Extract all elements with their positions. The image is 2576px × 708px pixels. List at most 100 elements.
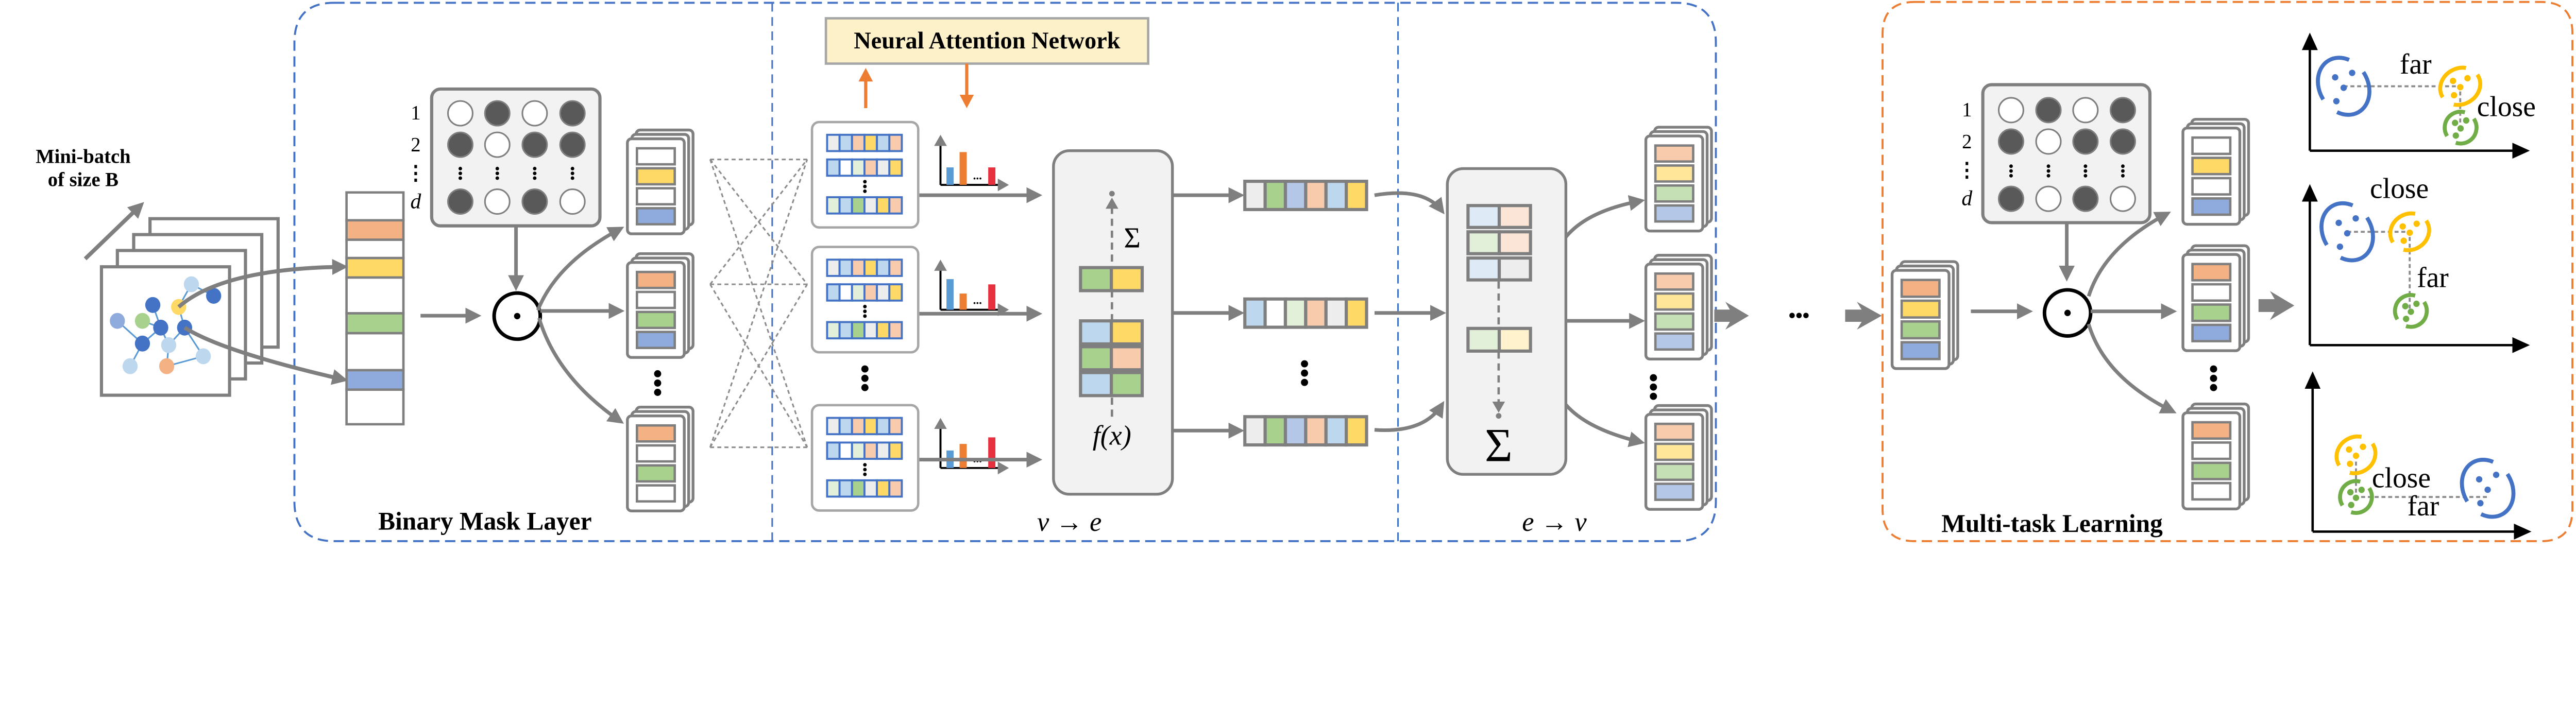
cluster-yellow [2438, 65, 2483, 107]
feature-segment [345, 219, 405, 241]
ellipsis-dot [2083, 164, 2088, 168]
embedding-segment [1900, 299, 1941, 319]
feature-cell [876, 158, 891, 177]
mask-bit-one [1997, 185, 2024, 212]
cluster-point [2452, 119, 2459, 126]
graph-node [122, 358, 138, 374]
dot [1650, 392, 1657, 400]
cluster-boundary [2460, 457, 2516, 519]
mask-bit-one [447, 131, 473, 158]
pair-cell [1079, 371, 1113, 398]
embedding-segment [635, 290, 676, 309]
mt-mask-row-label-1: 1 [1962, 99, 1972, 120]
cluster-point [2452, 132, 2459, 139]
attention-weight-bar [959, 152, 967, 185]
cluster-point [2457, 125, 2464, 132]
feature-cell [838, 283, 853, 302]
vector-pair [1079, 371, 1144, 398]
sum-to-node-arrow [1564, 403, 1645, 447]
vector-pair [1079, 345, 1144, 372]
feature-cell [888, 196, 903, 215]
feature-cell [826, 479, 841, 498]
edge-cell [1324, 415, 1348, 447]
feature-cell [851, 133, 866, 152]
graph-node [195, 348, 211, 365]
embedding-segment [1654, 144, 1694, 163]
ellipsis-dot [458, 176, 462, 180]
mask-bit-one [2109, 128, 2136, 155]
embedding-segment [635, 167, 676, 186]
edge-cell [1304, 180, 1328, 212]
attention-weight-bar [946, 279, 954, 310]
cluster-green [2443, 110, 2479, 146]
edge-cell [1243, 415, 1267, 447]
neural-attention-network-title: Neural Attention Network [854, 28, 1120, 54]
ellipsis-dot [2046, 169, 2050, 173]
cluster-point [2335, 219, 2342, 226]
embedding-segment [1900, 279, 1941, 298]
embedding-space-plot [2304, 371, 2532, 540]
cluster-point [2349, 70, 2355, 76]
cluster-point [2402, 303, 2409, 309]
embedding-segment [1654, 422, 1694, 441]
dot [1650, 383, 1657, 391]
graph-node [159, 358, 175, 374]
feature-cell [876, 133, 891, 152]
mask-bit-zero [484, 131, 511, 158]
dot [2210, 374, 2217, 382]
sum-to-node-arrow [1564, 195, 1645, 238]
feature-cell [888, 321, 903, 340]
embedding-segment [635, 147, 676, 166]
graph-node [134, 335, 150, 352]
cluster-point [2476, 476, 2483, 483]
ellipsis-dot [2121, 174, 2125, 178]
mt-task-embedding-stack [2181, 117, 2250, 226]
mt-task-embedding-stack [2181, 244, 2250, 352]
embedding-segment [1654, 482, 1694, 501]
ellipsis-dot [2046, 174, 2050, 178]
pair-cell [1466, 326, 1501, 353]
ellipsis-dot [458, 171, 462, 176]
feature-segment [345, 276, 405, 315]
mt-mask-row-label-d: d [1961, 186, 1972, 210]
hyperedge-embedding [1243, 297, 1368, 329]
embedding-segment [635, 424, 676, 443]
feature-cell [826, 321, 841, 340]
mt-input-stack [1890, 260, 1959, 370]
pair-cell [1110, 266, 1144, 292]
feature-segment [345, 191, 405, 222]
cluster-blue [2460, 457, 2516, 519]
feature-cell [838, 441, 853, 460]
graph-node [161, 337, 177, 353]
vector-pair [1466, 204, 1532, 229]
attention-bar-chart: ... [934, 260, 1009, 316]
embedding-segment [1654, 462, 1694, 481]
embedding-segment [2191, 283, 2232, 302]
graph-node [183, 276, 199, 292]
mask-bit-one [559, 100, 586, 127]
ellipsis-dot [2009, 174, 2013, 178]
vector-pair [1079, 266, 1144, 292]
feature-cell [876, 283, 891, 302]
embedding-segment [2191, 177, 2232, 196]
node-stack-ellipsis [1650, 374, 1657, 400]
cluster-point [2344, 230, 2351, 237]
feature-cell [863, 196, 878, 215]
vector-pair [1466, 230, 1532, 255]
pair-cell [1466, 204, 1501, 229]
cluster-blue [2319, 201, 2375, 263]
node-to-feature-arrow [177, 259, 348, 309]
embedding-segment [2191, 441, 2232, 460]
cluster-point [2493, 472, 2500, 478]
cluster-point [2413, 220, 2420, 227]
feature-cell [863, 158, 878, 177]
pair-cell [1110, 319, 1144, 346]
hyperedge-node-card [810, 404, 920, 512]
graph-node [134, 313, 150, 329]
feature-cell [876, 479, 891, 498]
ellipsis-dot [2009, 164, 2013, 168]
mask-bit-one [559, 131, 586, 158]
feature-cell [838, 321, 853, 340]
mini-batch-label: Mini-batch [36, 146, 130, 168]
cluster-boundary [2443, 110, 2479, 146]
